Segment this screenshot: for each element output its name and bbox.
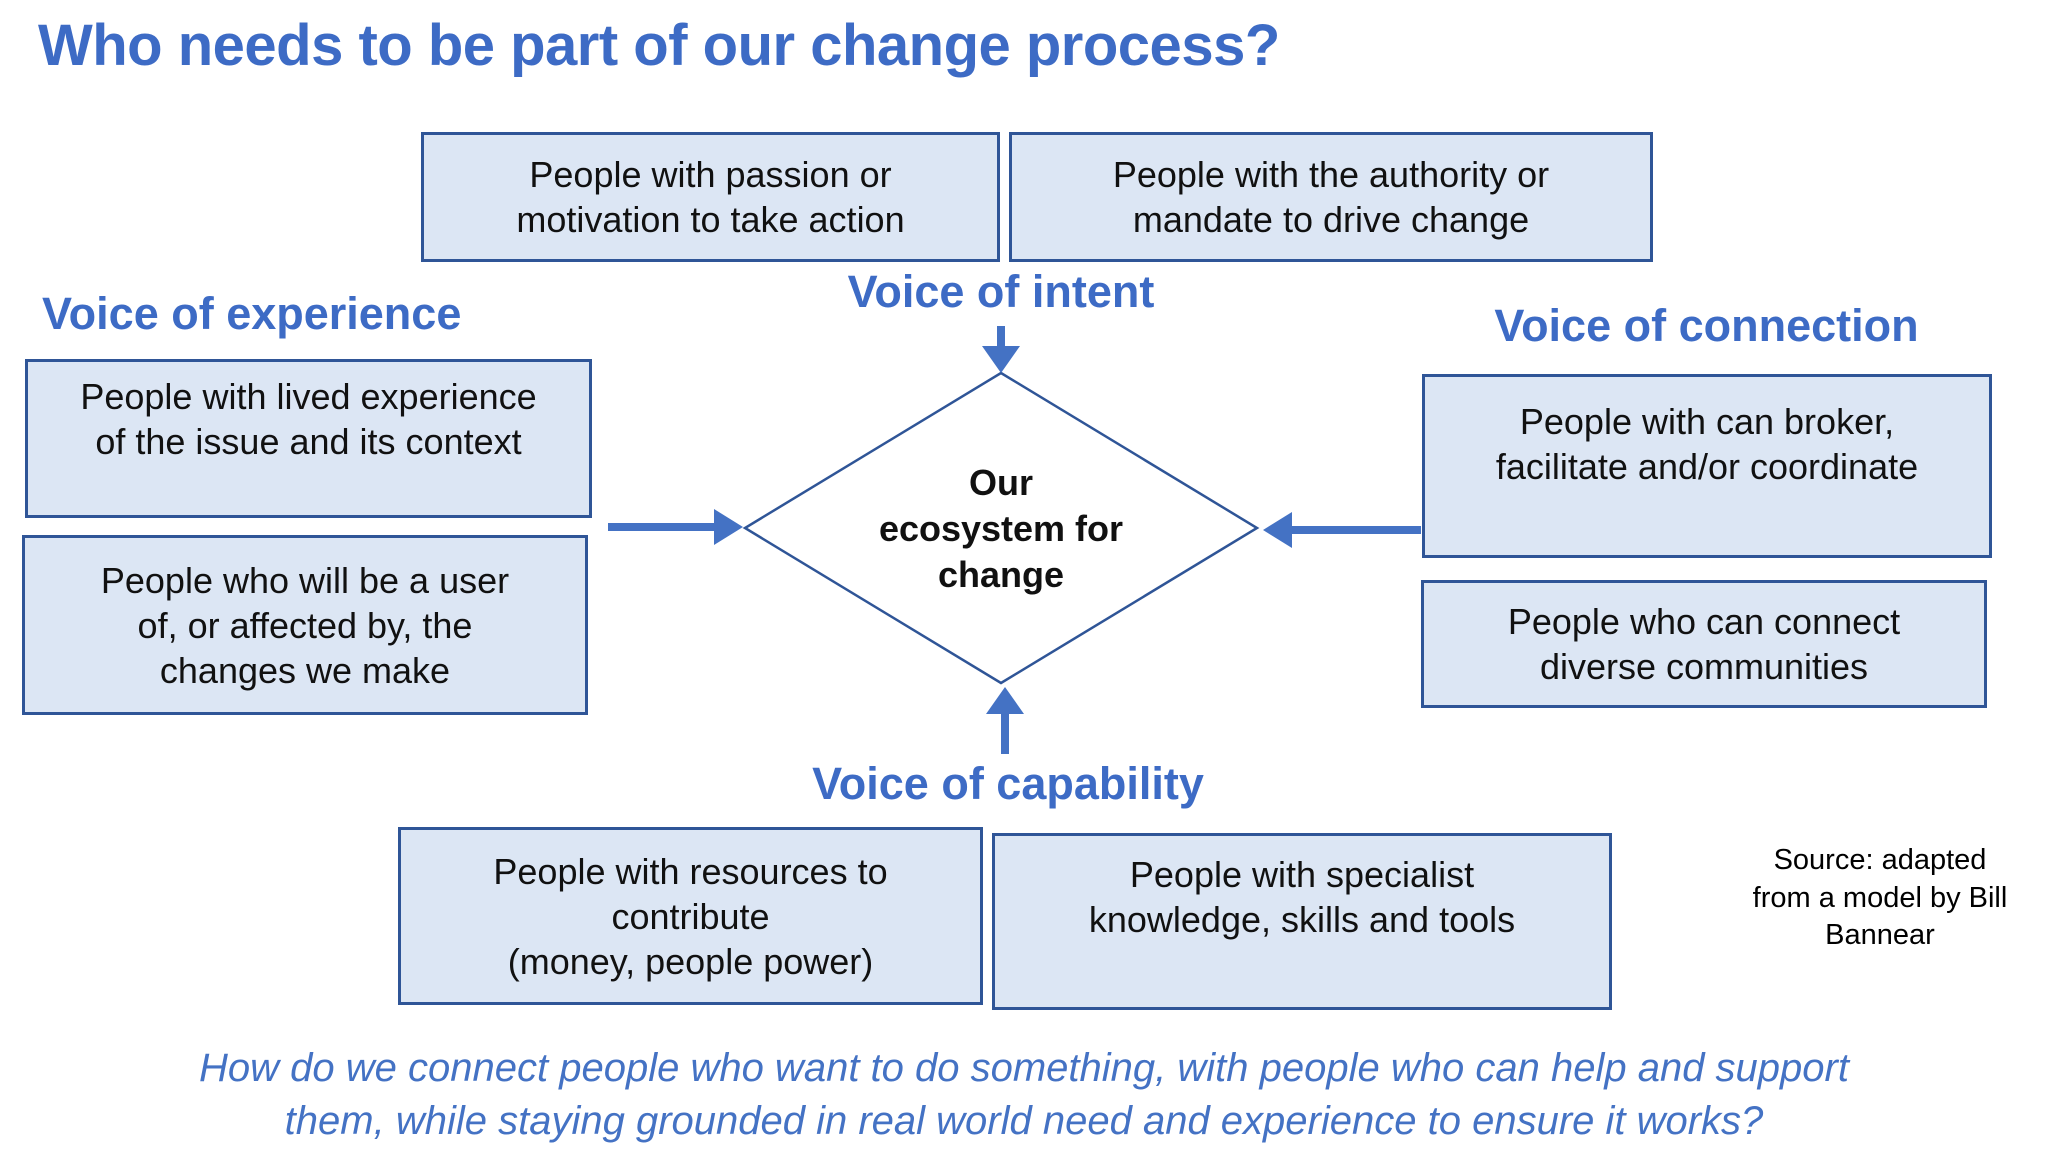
diamond-label: Our ecosystem for change <box>878 462 1124 596</box>
arrow-up-icon <box>986 687 1024 754</box>
arrow-down-icon <box>982 326 1020 373</box>
label-voice-of-connection: Voice of connection <box>1494 300 1919 351</box>
label-voice-of-capability: Voice of capability <box>812 758 1204 809</box>
box-broker-facilitate: People with can broker, facilitate and/o… <box>1422 374 1992 558</box>
arrow-right-icon <box>608 509 743 545</box>
box-user-affected: People who will be a user of, or affecte… <box>22 535 588 715</box>
box-lived-experience: People with lived experience of the issu… <box>25 359 592 518</box>
box-specialist-knowledge: People with specialist knowledge, skills… <box>992 833 1612 1010</box>
source-note: Source: adapted from a model by Bill Ban… <box>1752 844 2008 952</box>
label-voice-of-experience: Voice of experience <box>42 288 462 339</box>
label-voice-of-intent: Voice of intent <box>847 266 1155 317</box>
box-resources-contribute: People with resources to contribute (mon… <box>398 827 983 1005</box>
page-title: Who needs to be part of our change proce… <box>38 13 1280 78</box>
box-connect-communities: People who can connect diverse communiti… <box>1421 580 1987 708</box>
box-authority-mandate: People with the authority or mandate to … <box>1009 132 1653 262</box>
arrow-left-icon <box>1263 512 1421 548</box>
box-passion-motivation: People with passion or motivation to tak… <box>421 132 1000 262</box>
closing-question: How do we connect people who want to do … <box>199 1046 1849 1143</box>
